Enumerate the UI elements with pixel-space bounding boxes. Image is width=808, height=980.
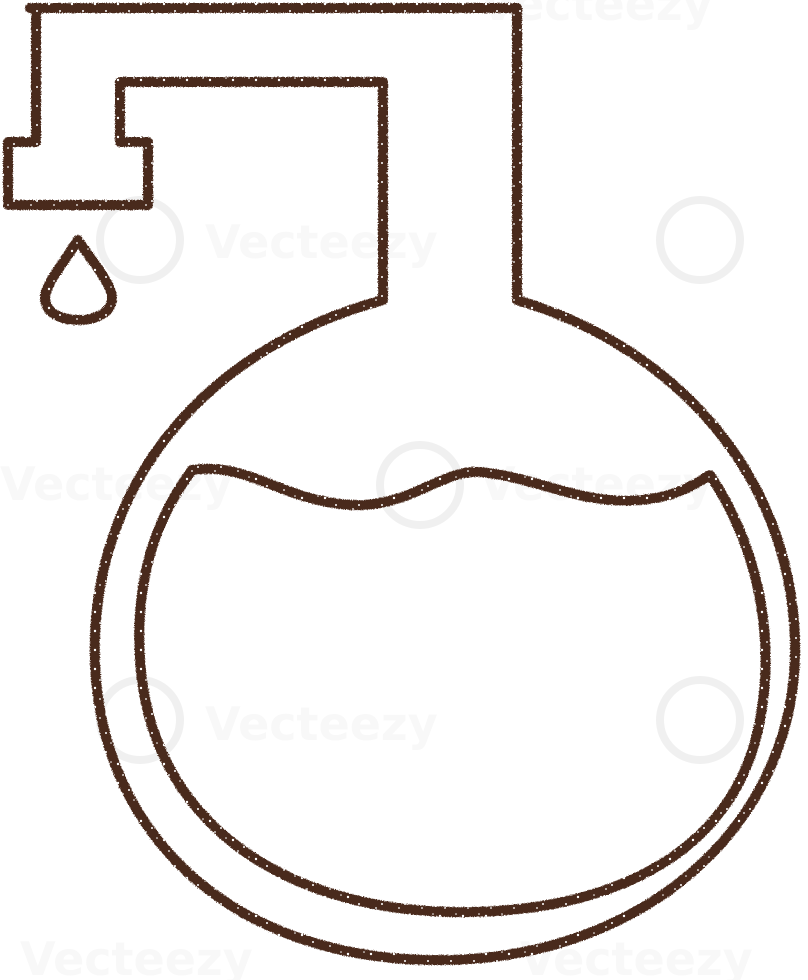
watermark-text: Vecteezy xyxy=(205,697,438,751)
watermark-layer: Vecteezy Vecteezy Vecteezy Vecteezy Vect… xyxy=(20,196,753,980)
watermark-logo-icon xyxy=(376,441,464,529)
watermark-text: Vecteezy xyxy=(520,932,753,980)
watermark-logo-icon xyxy=(656,196,744,284)
watermark-text: Vecteezy xyxy=(20,932,253,980)
watermark-logo-icon xyxy=(656,676,744,764)
watermark-logo-icon xyxy=(96,196,184,284)
charcoal-speckles xyxy=(3,3,801,966)
watermark-text: Vecteezy xyxy=(205,215,438,269)
